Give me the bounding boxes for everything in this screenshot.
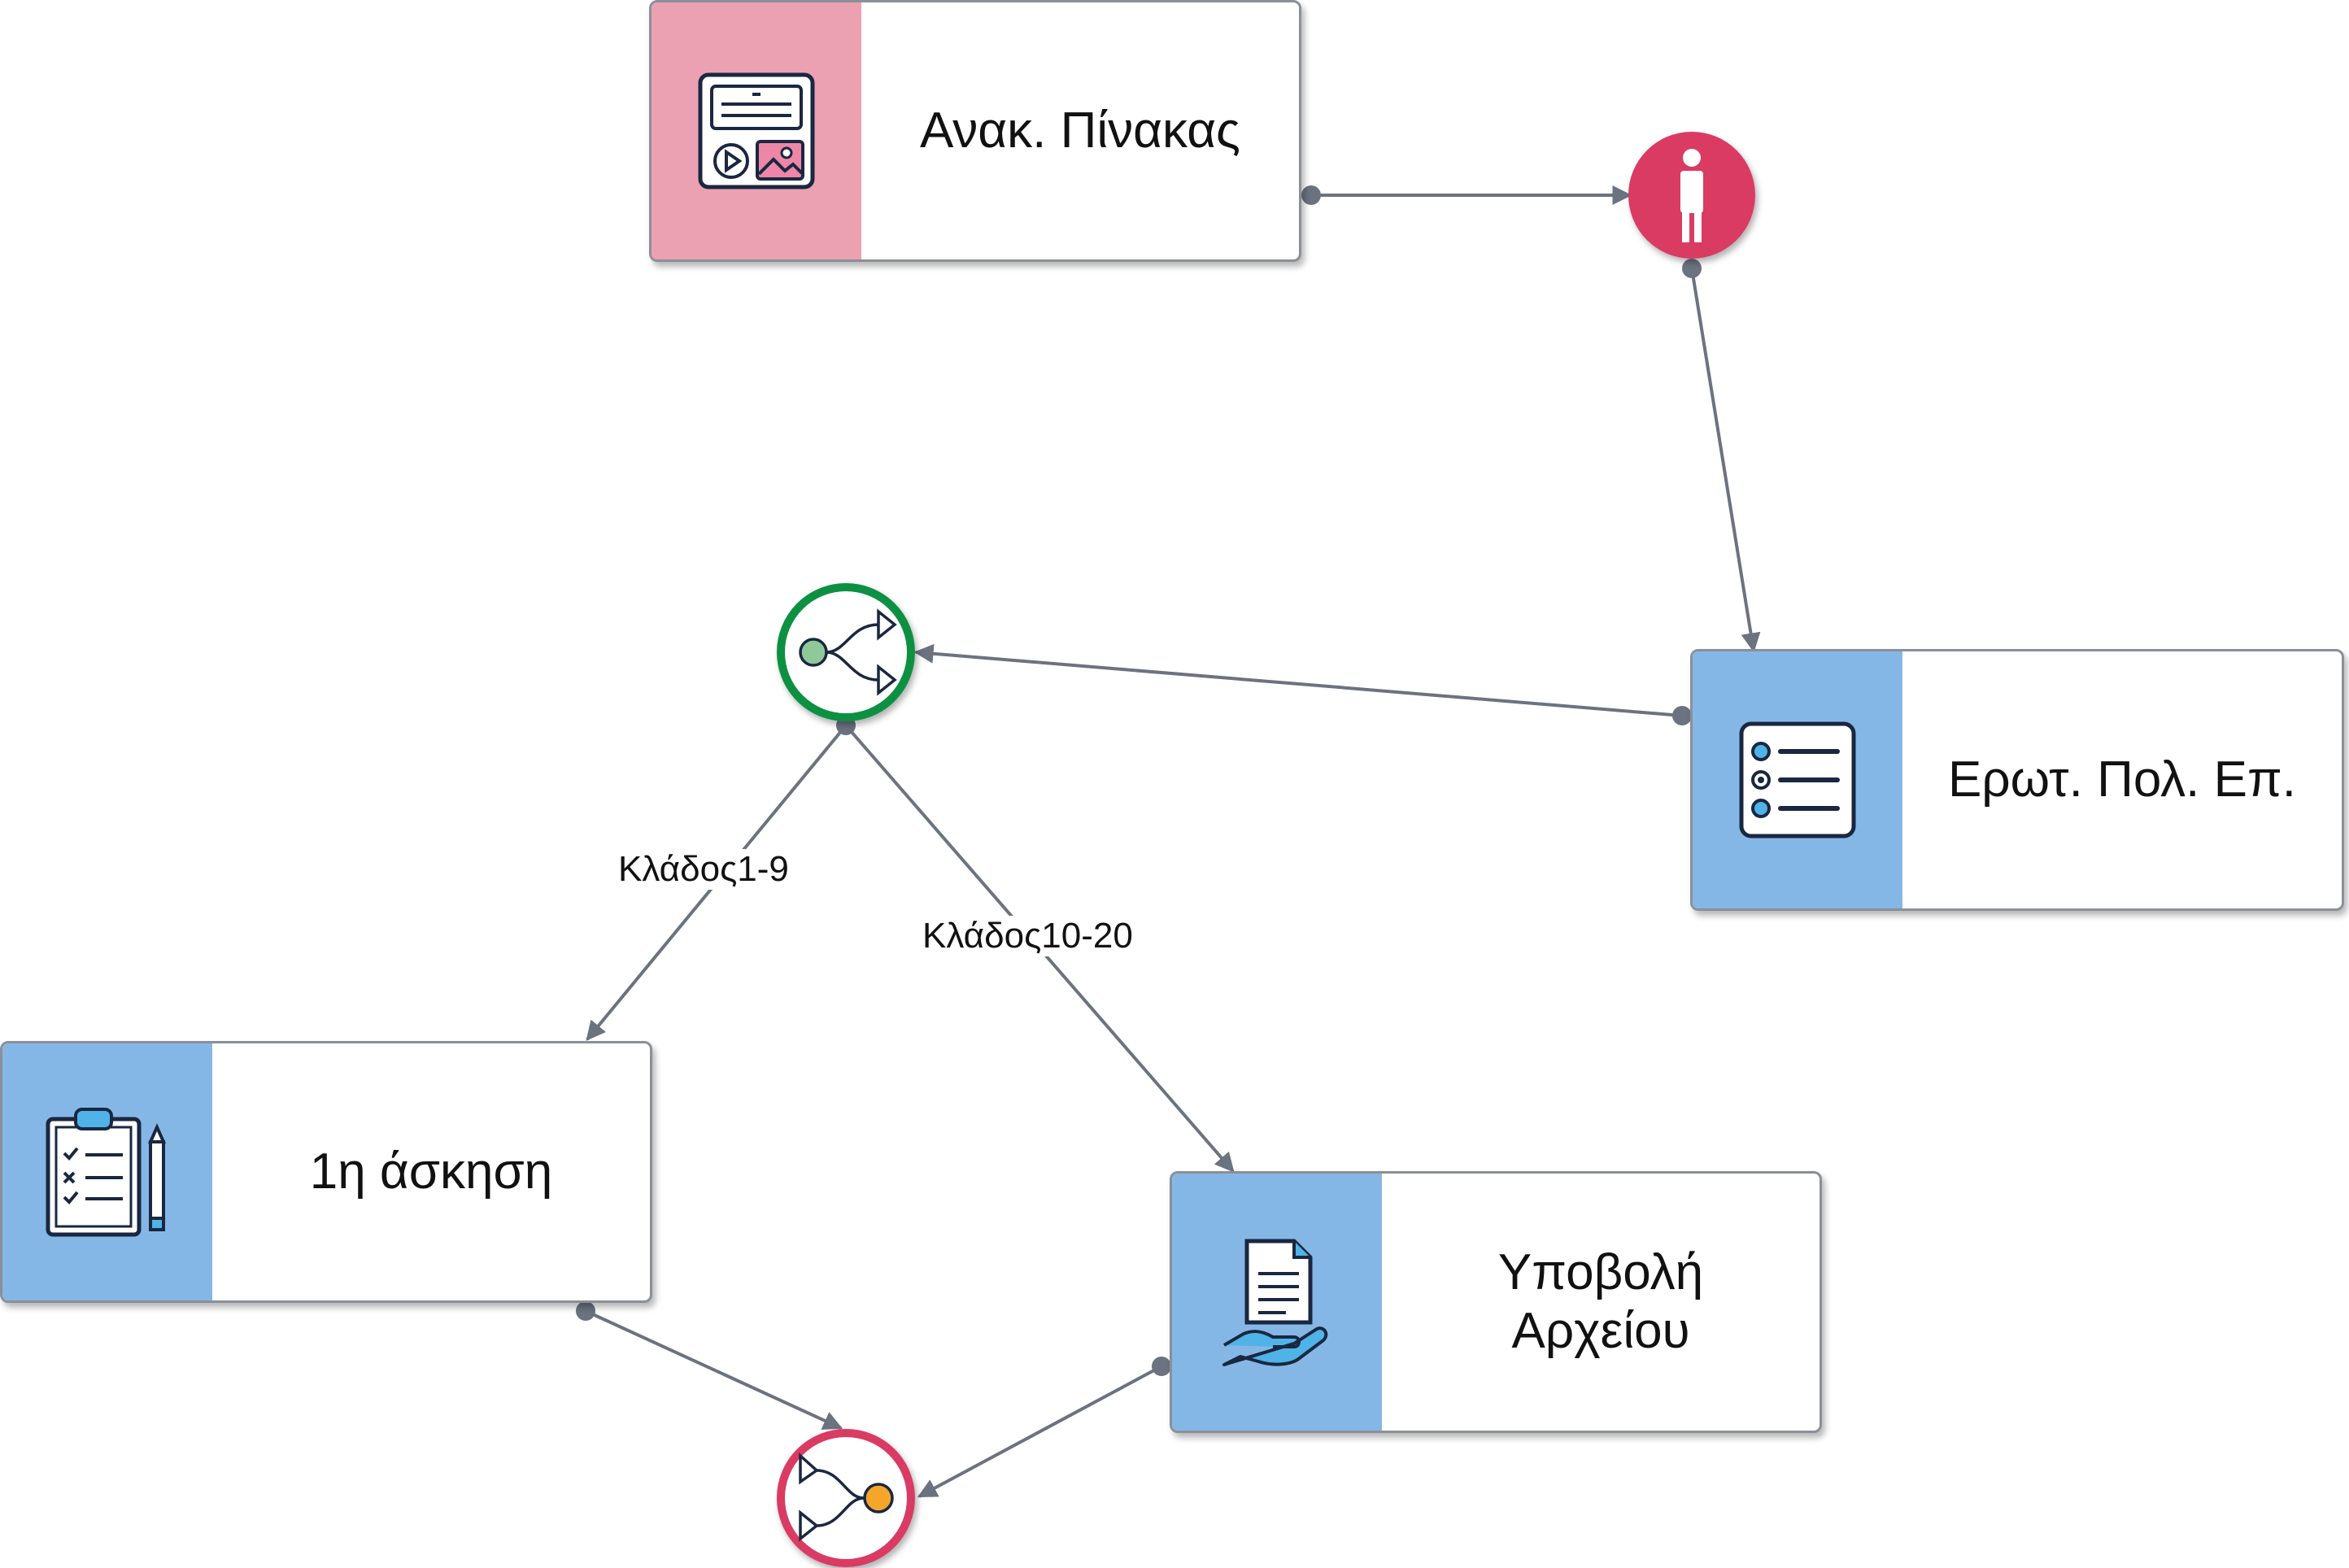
node-ypovoli-arxeiou[interactable]: Υποβολή Αρχείου [1170,1171,1822,1433]
node-label: Υποβολή Αρχείου [1497,1244,1704,1359]
node-askisi-1[interactable]: 1η άσκηση [0,1041,652,1303]
node-erot-pol-ep[interactable]: Ερωτ. Πολ. Επ. [1690,649,2344,911]
media-board-icon [698,72,815,189]
node-label: Ερωτ. Πολ. Επ. [1948,751,2296,808]
edge-label-branch-2[interactable]: Κλάδος10-20 [919,916,1136,956]
branch-join-gate[interactable] [777,1429,915,1567]
port-dot [576,1301,595,1321]
node-icon-band [1172,1174,1382,1431]
port-dot [1152,1357,1171,1376]
node-icon-band [1693,651,1902,908]
multiple-choice-list-icon [1739,721,1856,838]
port-dot [1301,185,1321,205]
edge-person-to-erot[interactable] [1690,268,1761,653]
node-label: Ανακ. Πίνακας [920,102,1240,159]
edge-askisi-to-join[interactable] [585,1309,843,1430]
port-dot [1672,706,1692,725]
clipboard-checklist-icon [46,1108,167,1237]
edge-erot-to-split[interactable] [913,643,1683,717]
edge-ypovoli-to-join[interactable] [917,1365,1162,1498]
node-anak-pinakas[interactable]: Ανακ. Πίνακας [649,0,1301,262]
branch-join-icon [799,1453,894,1542]
node-icon-band [652,2,861,259]
node-icon-band [2,1043,212,1300]
node-label: 1η άσκηση [309,1143,553,1200]
edge-label-branch-1[interactable]: Κλάδος1-9 [615,849,792,890]
person-icon [1680,149,1703,242]
file-submit-hand-icon [1222,1239,1328,1366]
port-dot [1682,259,1702,278]
branch-split-icon [799,608,897,696]
